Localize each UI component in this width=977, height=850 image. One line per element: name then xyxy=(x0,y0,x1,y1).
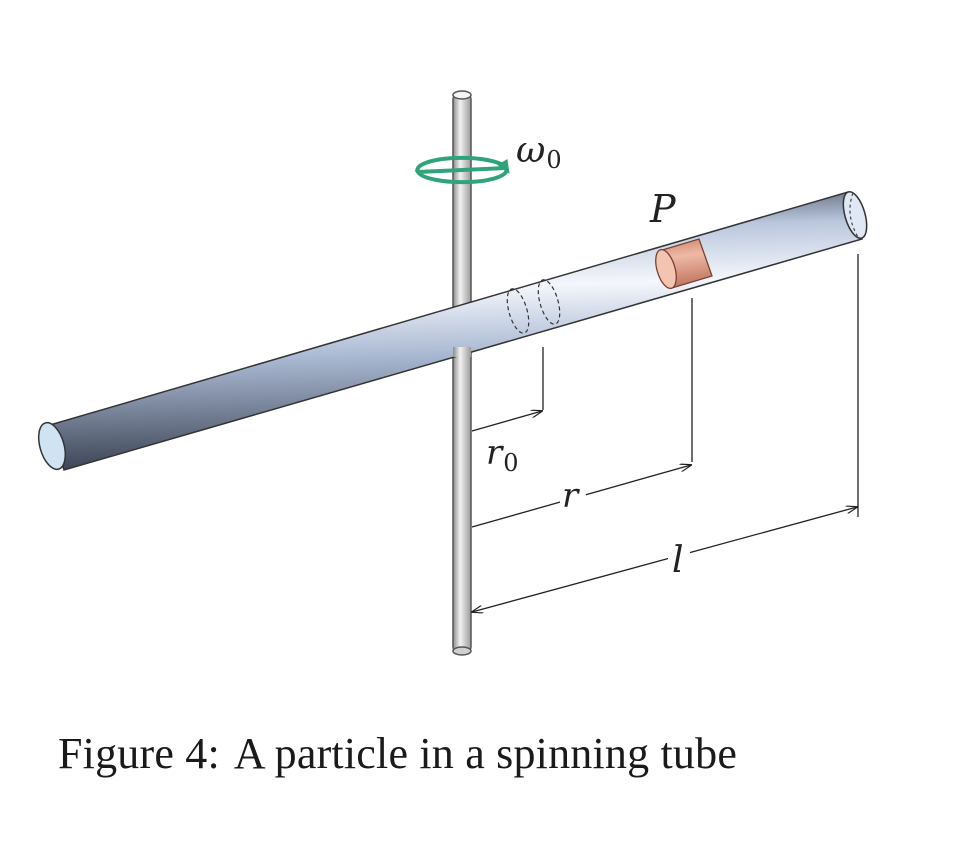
dimension-lines xyxy=(542,254,859,517)
rotation-arrow-front xyxy=(414,165,509,185)
omega-label: ω0 xyxy=(516,130,562,174)
particle-label: P xyxy=(649,187,677,231)
vertical-shaft xyxy=(452,90,472,656)
l-dimension-arrow xyxy=(472,507,857,612)
r0-label: r0 xyxy=(486,433,519,477)
caption-prefix: Figure 4: xyxy=(58,729,220,778)
r0-dimension-arrow xyxy=(471,411,542,432)
rotation-arrow-back xyxy=(415,155,510,174)
spinning-tube-diagram: ω0 P r0 r l xyxy=(37,90,868,656)
r-label: r xyxy=(562,476,580,516)
tube-open-end xyxy=(37,421,67,471)
caption-text: A particle in a spinning tube xyxy=(233,729,738,778)
particle-p xyxy=(655,238,713,290)
initial-position-ring xyxy=(506,279,561,334)
l-label: l xyxy=(672,540,684,581)
shaft-front-segment xyxy=(453,347,471,357)
figure-caption: Figure 4: A particle in a spinning tube xyxy=(58,728,737,779)
